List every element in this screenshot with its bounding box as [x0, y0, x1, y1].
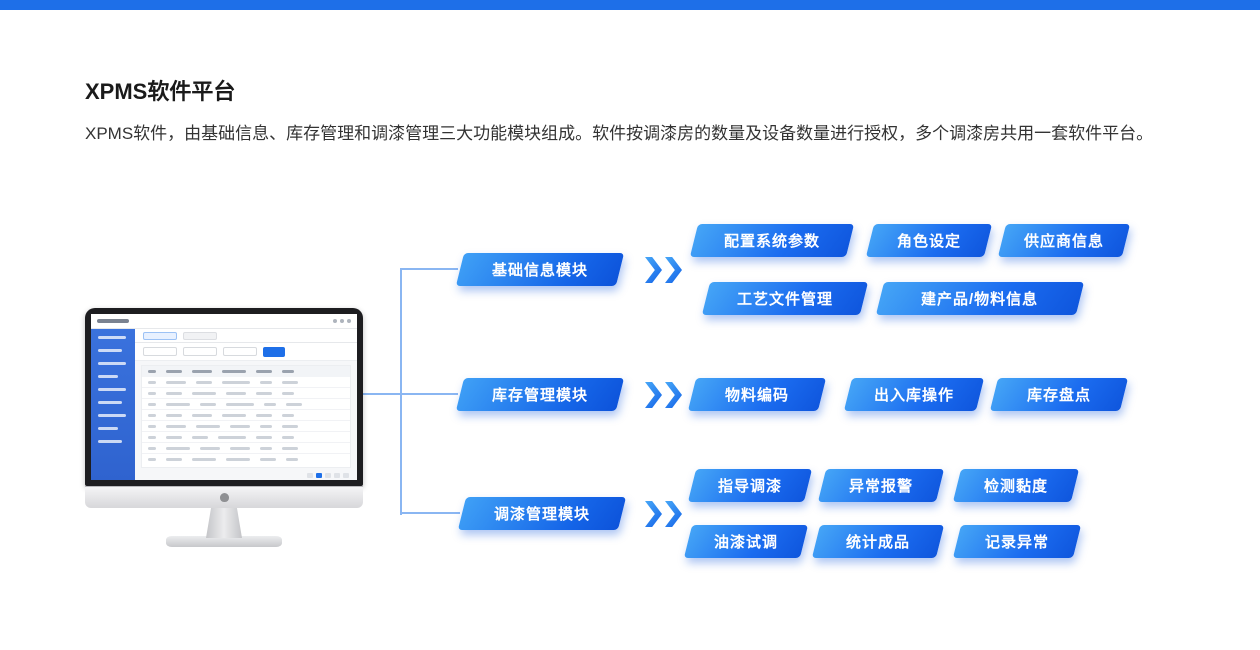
chevron-right-icon — [645, 501, 682, 527]
app-body — [91, 329, 357, 480]
monitor-chin — [85, 486, 363, 508]
page-description: XPMS软件，由基础信息、库存管理和调漆管理三大功能模块组成。软件按调漆房的数量… — [85, 124, 1154, 143]
submodule-in-out-warehouse[interactable]: 出入库操作 — [843, 378, 985, 411]
chevron-right-icon — [645, 257, 682, 283]
app-tab-active — [143, 331, 177, 340]
submodule-paint-trial[interactable]: 油漆试调 — [683, 525, 809, 558]
app-table — [141, 365, 351, 468]
app-main — [135, 329, 357, 480]
submodule-viscosity-check[interactable]: 检测黏度 — [952, 469, 1080, 502]
app-pagination — [135, 470, 357, 480]
module-button-basic-info[interactable]: 基础信息模块 — [455, 253, 625, 286]
monitor-bezel — [85, 308, 363, 486]
app-topbar — [91, 314, 357, 329]
app-tabs — [135, 329, 357, 343]
monitor-display — [91, 314, 357, 480]
submodule-process-file-mgmt[interactable]: 工艺文件管理 — [701, 282, 869, 315]
submodule-finished-stats[interactable]: 统计成品 — [811, 525, 945, 558]
connector-module-3 — [401, 512, 460, 514]
software-screenshot-monitor — [85, 308, 363, 547]
page-title: XPMS软件平台 — [85, 79, 236, 104]
app-filter-row — [135, 343, 357, 361]
submodule-config-system-params[interactable]: 配置系统参数 — [689, 224, 855, 257]
connector-module-2 — [401, 393, 458, 395]
app-topbar-icons — [333, 319, 351, 323]
app-sidebar — [91, 329, 135, 480]
submodule-supplier-info[interactable]: 供应商信息 — [997, 224, 1131, 257]
connector-monitor — [363, 393, 401, 395]
connector-vertical — [400, 268, 402, 515]
submodule-stock-check[interactable]: 库存盘点 — [989, 378, 1129, 411]
top-accent-strip — [0, 0, 1260, 10]
submodule-material-code[interactable]: 物料编码 — [687, 378, 827, 411]
monitor-base — [166, 536, 282, 547]
submodule-record-abnormal[interactable]: 记录异常 — [952, 525, 1082, 558]
app-search-button — [263, 346, 285, 357]
submodule-product-material-info[interactable]: 建产品/物料信息 — [875, 282, 1085, 315]
submodule-abnormal-alarm[interactable]: 异常报警 — [817, 469, 945, 502]
monitor-stand — [206, 508, 242, 538]
module-button-inventory[interactable]: 库存管理模块 — [455, 378, 625, 411]
module-button-paint-mixing[interactable]: 调漆管理模块 — [457, 497, 627, 530]
submodule-guide-mixing[interactable]: 指导调漆 — [687, 469, 813, 502]
app-title-bar — [97, 319, 129, 323]
chevron-right-icon — [645, 382, 682, 408]
connector-module-1 — [401, 268, 458, 270]
app-tab — [183, 331, 217, 340]
submodule-role-setting[interactable]: 角色设定 — [865, 224, 993, 257]
apple-logo-icon — [219, 493, 229, 502]
